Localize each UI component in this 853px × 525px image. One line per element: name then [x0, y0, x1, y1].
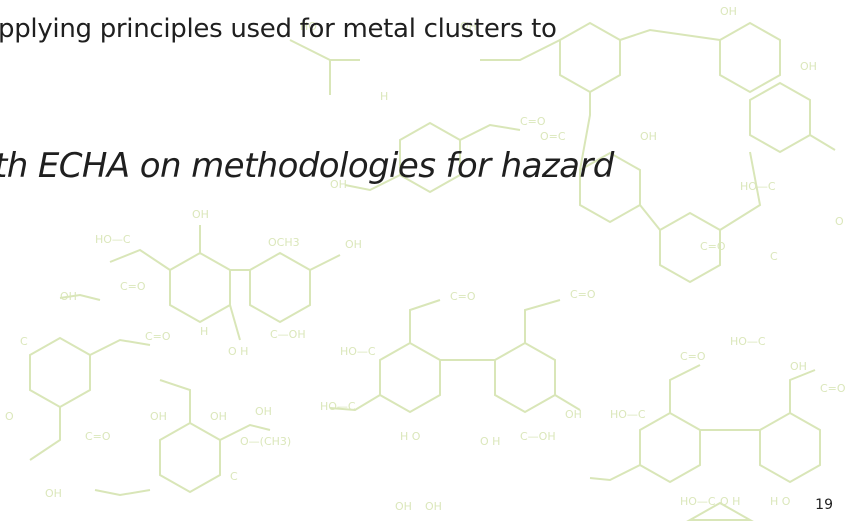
svg-text:O H: O H	[720, 495, 740, 508]
svg-text:O=C: O=C	[540, 130, 566, 143]
svg-text:OH: OH	[60, 290, 77, 303]
svg-text:HO—C: HO—C	[320, 400, 356, 413]
page-number: 19	[815, 497, 833, 513]
svg-text:HO—C: HO—C	[95, 233, 131, 246]
svg-text:C=O: C=O	[570, 288, 596, 301]
body-text-line-1: pplying principles used for metal cluste…	[0, 14, 557, 44]
body-text-line-2: th ECHA on methodologies for hazard	[0, 146, 614, 186]
svg-text:HO—C: HO—C	[740, 180, 776, 193]
svg-text:H: H	[380, 90, 388, 103]
svg-text:C=O: C=O	[520, 115, 546, 128]
svg-text:C—OH: C—OH	[270, 328, 306, 341]
svg-text:OH: OH	[800, 60, 817, 73]
svg-text:C: C	[20, 335, 28, 348]
svg-text:H O: H O	[400, 430, 421, 443]
svg-text:C: C	[770, 250, 778, 263]
svg-text:C=O: C=O	[820, 382, 846, 395]
svg-text:O: O	[835, 215, 844, 228]
svg-text:H: H	[200, 325, 208, 338]
svg-text:OH: OH	[210, 410, 227, 423]
svg-text:OH: OH	[460, 20, 477, 33]
benzene-ring	[29, 21, 821, 521]
svg-text:HO: HO	[300, 20, 317, 33]
svg-text:C: C	[230, 470, 238, 483]
svg-text:C=O: C=O	[450, 290, 476, 303]
formula-labels: HO—C OH OCH3 OH OH C=O H O H C—OH C=O OH…	[5, 5, 846, 513]
svg-text:HO—C: HO—C	[680, 495, 716, 508]
svg-text:OH: OH	[425, 500, 442, 513]
svg-text:H O: H O	[770, 495, 791, 508]
svg-text:OH: OH	[790, 360, 807, 373]
svg-text:C=O: C=O	[145, 330, 171, 343]
svg-text:OH: OH	[640, 130, 657, 143]
svg-text:OH: OH	[345, 238, 362, 251]
svg-text:OH: OH	[565, 408, 582, 421]
svg-text:C=O: C=O	[680, 350, 706, 363]
svg-text:C=O: C=O	[120, 280, 146, 293]
svg-text:O—(CH3): O—(CH3)	[240, 435, 291, 448]
svg-text:OH: OH	[192, 208, 209, 221]
svg-text:O: O	[5, 410, 14, 423]
svg-text:HO—C: HO—C	[610, 408, 646, 421]
svg-text:OH: OH	[395, 500, 412, 513]
svg-text:O H: O H	[228, 345, 248, 358]
svg-text:O H: O H	[480, 435, 500, 448]
svg-text:HO—C: HO—C	[730, 335, 766, 348]
svg-text:C=O: C=O	[700, 240, 726, 253]
svg-text:HO—C: HO—C	[340, 345, 376, 358]
svg-text:OH: OH	[45, 487, 62, 500]
svg-text:C—OH: C—OH	[520, 430, 556, 443]
svg-text:OCH3: OCH3	[268, 236, 300, 249]
bond-lines	[29, 28, 836, 497]
svg-text:OH: OH	[720, 5, 737, 18]
svg-text:C=O: C=O	[85, 430, 111, 443]
svg-text:OH: OH	[255, 405, 272, 418]
svg-text:OH: OH	[150, 410, 167, 423]
svg-text:OH: OH	[330, 178, 347, 191]
